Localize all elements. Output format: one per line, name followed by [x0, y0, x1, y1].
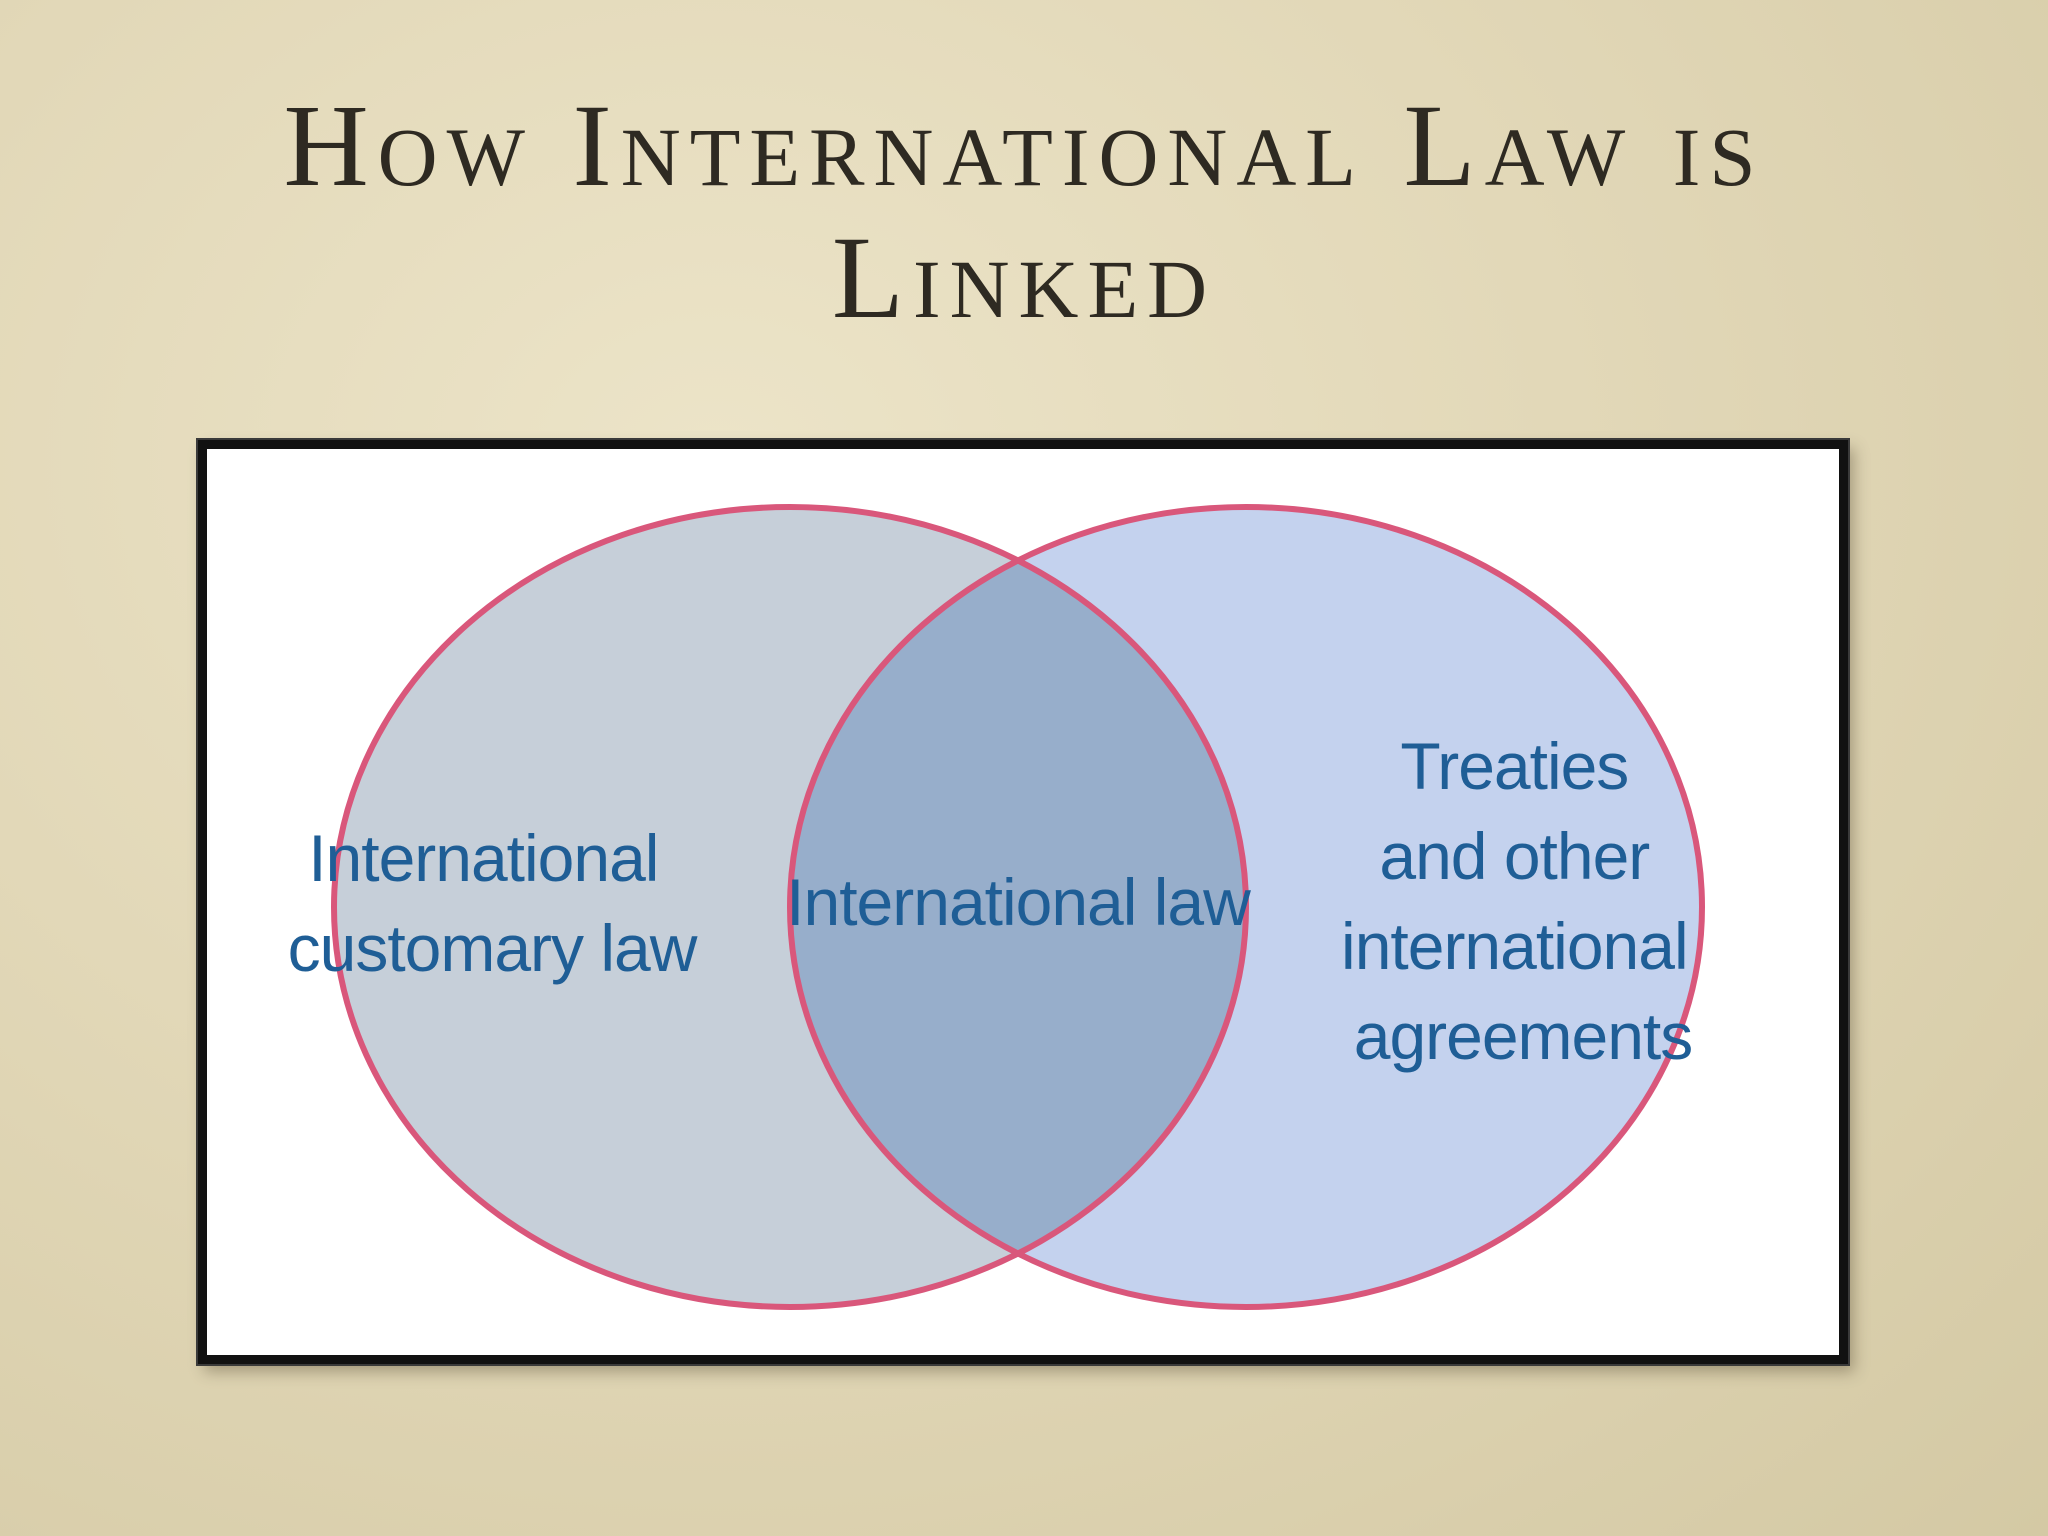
overlap-label-line: International law: [786, 865, 1251, 939]
diagram-frame: International customary law Internationa…: [198, 440, 1848, 1364]
left-circle-label: International customary law: [288, 821, 698, 985]
left-label-line: customary law: [288, 911, 698, 985]
overlap-label: International law: [786, 865, 1251, 939]
right-label-line: Treaties: [1400, 729, 1628, 803]
venn-diagram: International customary law Internationa…: [288, 504, 1705, 1310]
right-circle-outline: [787, 504, 1705, 1310]
slide-title-line-1: How International Law is: [283, 80, 1765, 211]
slide-title-line-2: Linked: [831, 212, 1217, 343]
overlap-region: [790, 507, 1246, 1307]
left-label-line: International: [308, 821, 658, 895]
left-circle-outline: [331, 504, 1249, 1310]
right-label-line: international: [1341, 909, 1688, 983]
right-label-line: and other: [1379, 819, 1649, 893]
right-label-line: agreements: [1354, 999, 1693, 1073]
slide-title: How International Law is Linked: [0, 80, 2048, 344]
right-circle-label: Treaties and other international agreeme…: [1341, 729, 1705, 1073]
